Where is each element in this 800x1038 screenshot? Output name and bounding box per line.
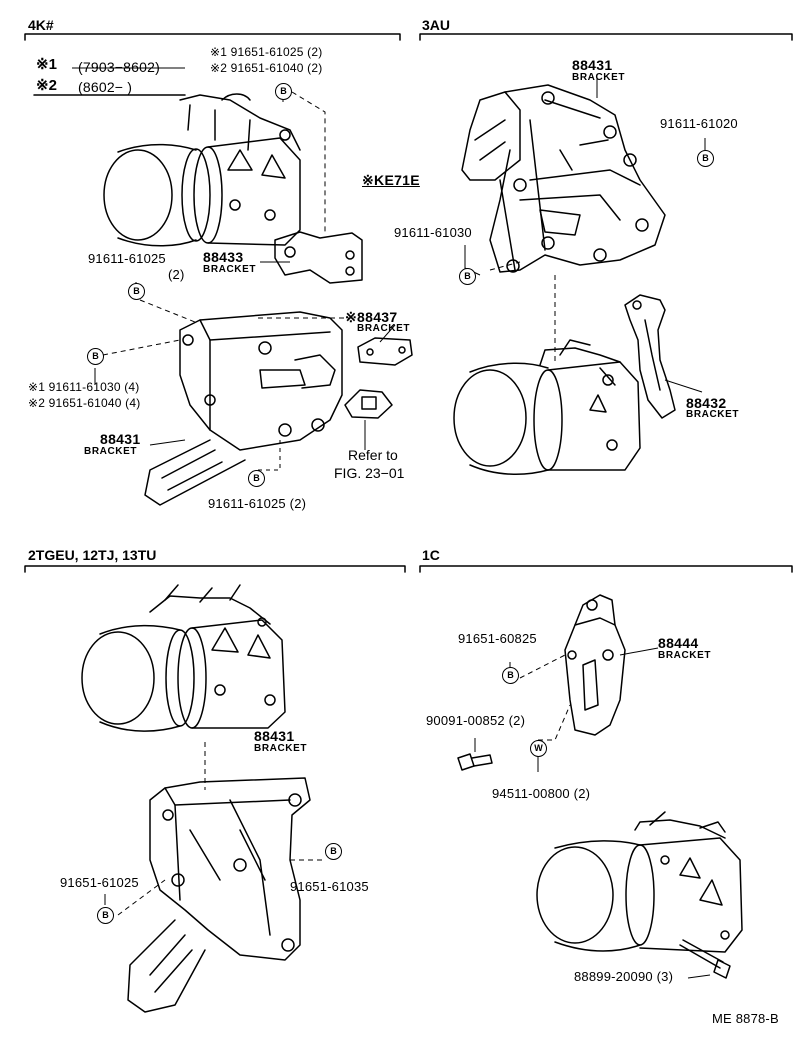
callout-4k-b-left: 91611-61025 <box>88 251 166 266</box>
compressor-4k <box>103 93 301 247</box>
part-number-88437: ※88437 <box>345 309 398 325</box>
section-title-3au: 3AU <box>422 17 451 33</box>
part-number-88433: 88433 <box>203 249 244 265</box>
callout-4k-a1: ※1 91651-61025 (2) <box>210 45 323 59</box>
part-label-88444: BRACKET <box>658 650 712 661</box>
legend-range-1: (7903−8602) <box>78 59 160 75</box>
callout-4k-a2: ※2 91651-61040 (2) <box>210 61 323 75</box>
callout-3au-b2: 91611-61030 <box>394 225 472 240</box>
bolt-marker-4k-bottom: B <box>248 470 265 487</box>
compressor-1c <box>536 811 743 953</box>
bolt-marker-3au-right: B <box>697 150 714 167</box>
refer-to-line2: FIG. 23−01 <box>334 465 405 481</box>
callout-4k-bottom: 91611-61025 (2) <box>208 496 307 511</box>
callout-1c-90091: 90091-00852 (2) <box>426 713 526 728</box>
bracket-88431-2tgeu <box>127 777 311 1013</box>
part-number-88432: 88432 <box>686 395 727 411</box>
gasket-4k <box>344 389 393 419</box>
callout-1c-88899: 88899-20090 (3) <box>574 969 674 984</box>
callout-2tgeu-br: 91651-61035 <box>290 879 369 894</box>
bolt-90091-1c <box>457 753 493 771</box>
compressor-3au <box>453 339 641 475</box>
bolt-marker-3au-left: B <box>459 268 476 285</box>
section-bracket-3au <box>419 33 793 41</box>
bracket-88431-3au <box>461 84 666 273</box>
part-label-88431-2tgeu: BRACKET <box>254 743 308 754</box>
part-label-88437: BRACKET <box>357 323 411 334</box>
bracket-88433-4k <box>274 231 363 284</box>
legend-mark-1: ※1 <box>36 56 57 73</box>
section-title-2tgeu: 2TGEU, 12TJ, 13TU <box>28 547 157 563</box>
bolt-marker-4k-mid: B <box>87 348 104 365</box>
bracket-88444-1c <box>564 594 626 736</box>
bolt-marker-2tgeu-left: B <box>97 907 114 924</box>
part-label-88432: BRACKET <box>686 409 740 420</box>
part-number-88431-3au: 88431 <box>572 57 613 73</box>
part-number-88444: 88444 <box>658 635 699 651</box>
bracket-88432-3au <box>624 294 676 419</box>
callout-4k-b-left-qty: (2) <box>168 267 185 282</box>
part-label-88431-3au: BRACKET <box>572 72 626 83</box>
variant-ke71e: ※KE71E <box>362 172 420 188</box>
section-title-4k: 4K# <box>28 17 54 33</box>
legend-range-2: (8602− ) <box>78 79 133 95</box>
part-number-88431-2tgeu: 88431 <box>254 728 295 744</box>
section-bracket-2tgeu <box>24 565 406 573</box>
section-title-1c: 1C <box>422 547 440 563</box>
callout-1c-94511: 94511-00800 (2) <box>492 786 591 801</box>
part-label-88433: BRACKET <box>203 264 257 275</box>
callout-1c-b1: 91651-60825 <box>458 631 537 646</box>
figure-code: ME 8878-B <box>712 1011 779 1026</box>
washer-marker-1c: W <box>530 740 547 757</box>
bolt-marker-1c: B <box>502 667 519 684</box>
callout-2tgeu-bl: 91651-61025 <box>60 875 139 890</box>
section-bracket-4k <box>24 33 401 41</box>
bolt-marker-2tgeu-right: B <box>325 843 342 860</box>
section-bracket-1c <box>419 565 793 573</box>
refer-to-line1: Refer to <box>348 447 398 463</box>
compressor-2tgeu <box>81 584 286 732</box>
part-label-88431-4k: BRACKET <box>84 446 138 457</box>
legend-mark-2: ※2 <box>36 77 57 94</box>
bracket-88431-4k <box>144 311 343 506</box>
bracket-88437-4k <box>357 337 413 366</box>
part-number-88431-4k: 88431 <box>100 431 141 447</box>
bolt-marker-4k-left: B <box>128 283 145 300</box>
callout-4k-c1: ※1 91611-61030 (4) <box>28 380 140 394</box>
callout-3au-b1: 91611-61020 <box>660 116 738 131</box>
callout-4k-c2: ※2 91651-61040 (4) <box>28 396 141 410</box>
bolt-marker-4k-top: B <box>275 83 292 100</box>
bolt-88899-1c <box>679 939 731 979</box>
